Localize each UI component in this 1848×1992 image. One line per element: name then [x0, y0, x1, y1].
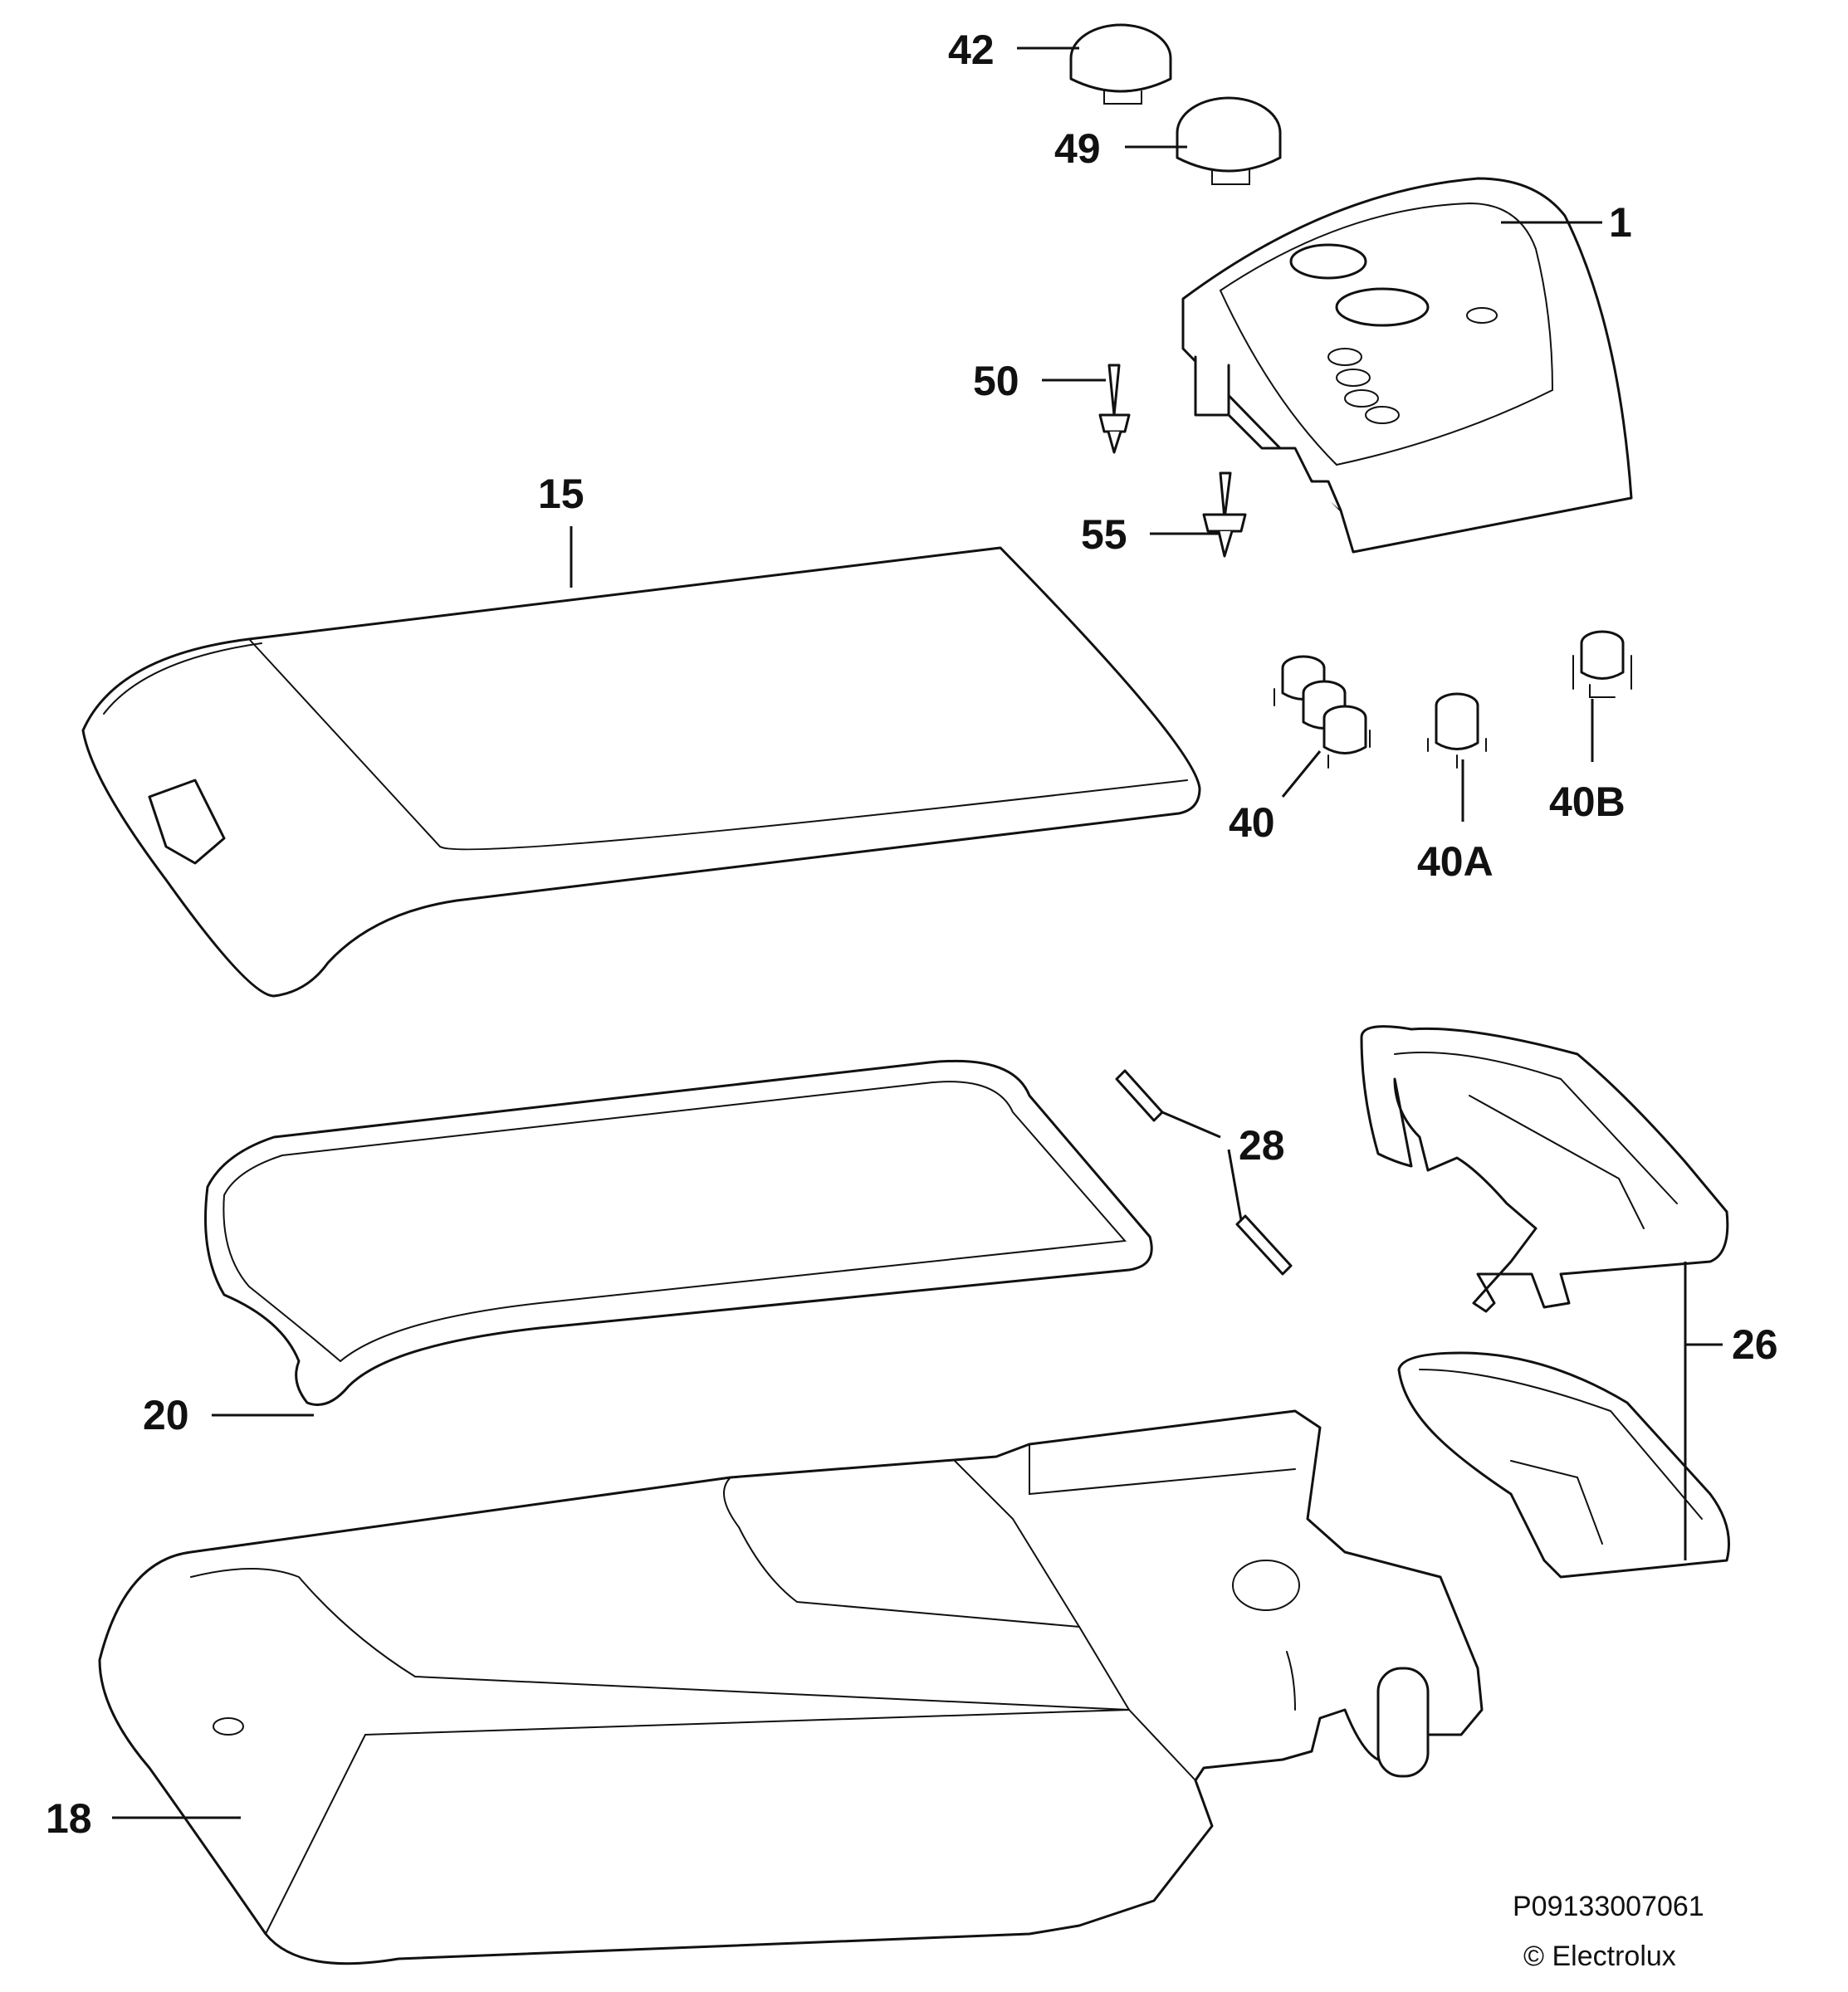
part-18-base-frame [98, 1409, 1484, 1965]
callout-40b: 40B [1549, 779, 1626, 825]
leader-lines [112, 46, 1723, 1819]
copyright: © Electrolux [1523, 1941, 1676, 1972]
callout-26: 26 [1732, 1321, 1778, 1368]
part-15-lid [81, 546, 1201, 998]
leader-40 [1281, 750, 1322, 798]
part-40a-switch [1427, 692, 1487, 769]
leader-28 [1161, 1111, 1243, 1221]
callout-15: 15 [538, 471, 584, 517]
part-26-hinge-upper [1360, 1025, 1729, 1313]
part-1-control-panel [1181, 177, 1633, 554]
part-55-pin [1202, 471, 1247, 558]
callout-1: 1 [1609, 199, 1632, 246]
leader-26 [1684, 1262, 1723, 1560]
callout-40a: 40A [1417, 838, 1494, 885]
callout-40: 40 [1229, 799, 1275, 846]
part-20-gasket [204, 1059, 1153, 1406]
part-40b-switch [1572, 630, 1632, 698]
callout-50: 50 [973, 358, 1019, 404]
callout-28: 28 [1239, 1122, 1285, 1169]
callout-49: 49 [1054, 125, 1101, 172]
part-26-hinge-lower [1397, 1351, 1730, 1579]
callout-55: 55 [1081, 511, 1127, 558]
part-40-switch [1274, 655, 1371, 769]
callout-42: 42 [948, 27, 995, 73]
callout-18: 18 [46, 1795, 92, 1842]
part-49-knob [1176, 96, 1282, 185]
callout-20: 20 [143, 1392, 189, 1438]
part-50-pin [1098, 364, 1131, 454]
part-28-hinge-pins [1115, 1069, 1293, 1276]
drawing-code: P09133007061 [1513, 1891, 1704, 1922]
part-42-knob [1069, 23, 1172, 105]
